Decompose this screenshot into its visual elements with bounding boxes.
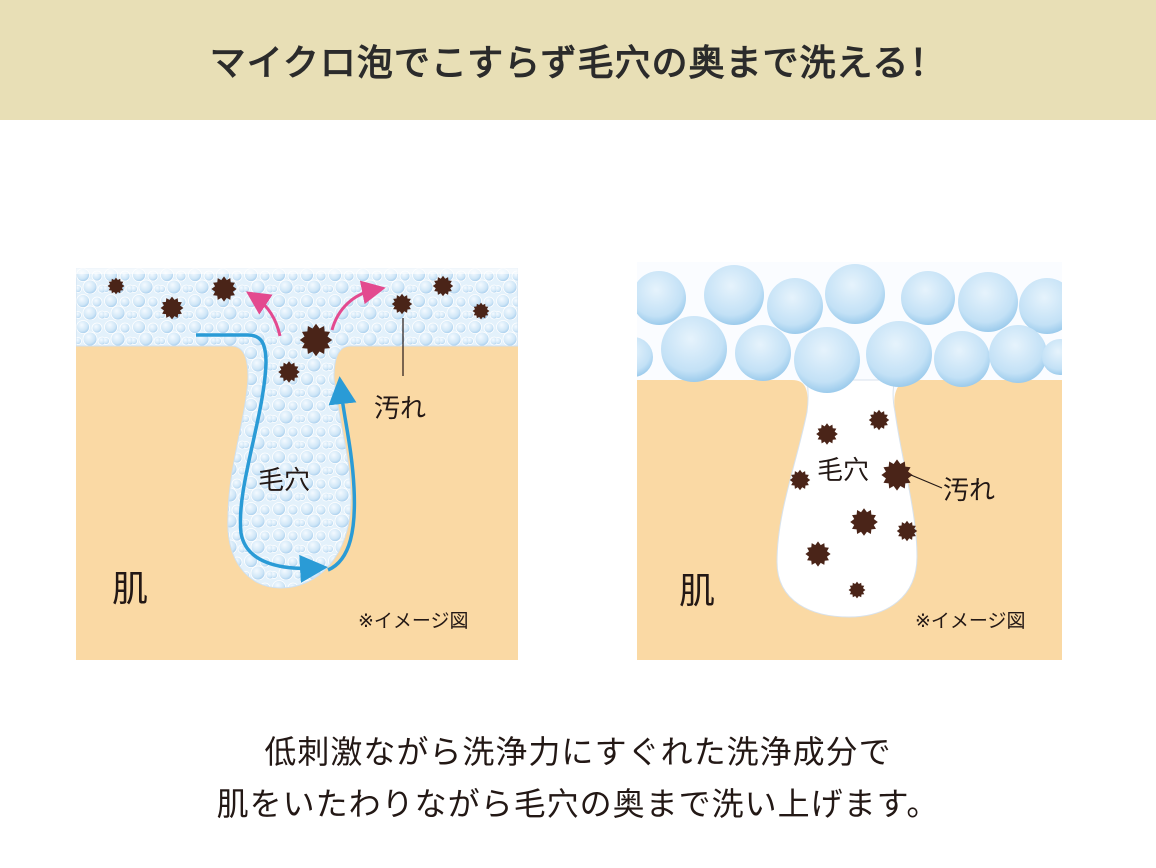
caption: 低刺激ながら洗浄力にすぐれた洗浄成分で 肌をいたわりながら毛穴の奥まで洗い上げま… <box>0 726 1156 830</box>
page-title: マイクロ泡でこすらず毛穴の奥まで洗える！ <box>209 43 947 84</box>
image-note: ※イメージ図 <box>358 610 469 632</box>
diagram-micro-foam: 汚れ 毛穴 肌 ※イメージ図 <box>76 268 518 660</box>
diagram-coarse-foam: 毛穴 汚れ 肌 ※イメージ図 <box>637 262 1062 660</box>
caption-line-1: 低刺激ながら洗浄力にすぐれた洗浄成分で <box>264 733 892 771</box>
skin-label: 肌 <box>112 569 149 610</box>
pore-label: 毛穴 <box>817 456 870 486</box>
skin-label: 肌 <box>679 571 716 612</box>
header-banner: マイクロ泡でこすらず毛穴の奥まで洗える！ <box>0 0 1156 120</box>
caption-line-2: 肌をいたわりながら毛穴の奥まで洗い上げます。 <box>216 785 940 823</box>
coarse-foam-illustration <box>637 262 1062 660</box>
dirt-label: 汚れ <box>374 394 427 424</box>
image-note: ※イメージ図 <box>915 610 1026 632</box>
pore-label: 毛穴 <box>258 466 311 496</box>
dirt-label: 汚れ <box>943 476 996 506</box>
micro-foam-illustration <box>76 268 518 660</box>
